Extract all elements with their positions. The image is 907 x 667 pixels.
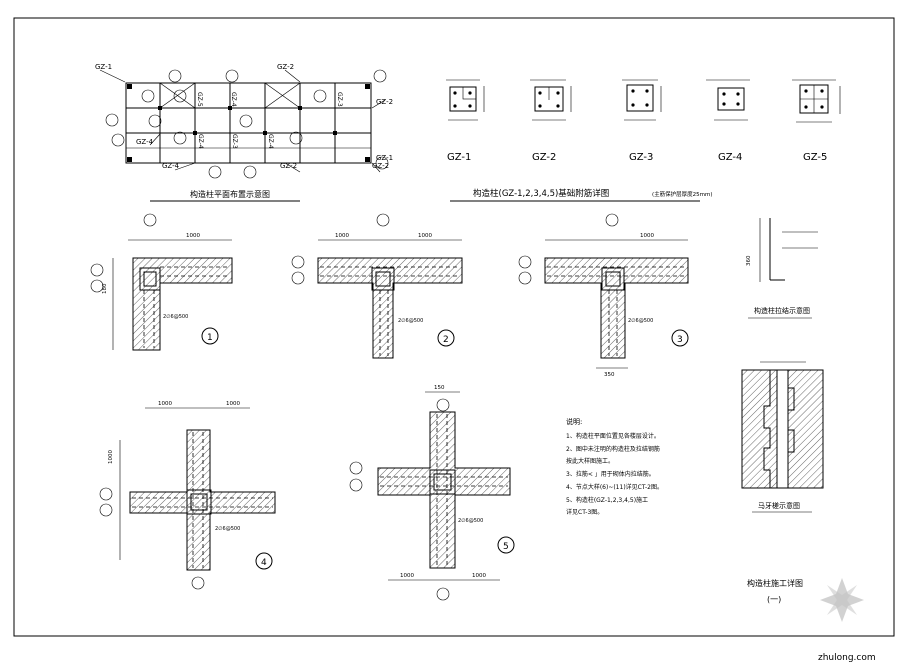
note-line-7: 详见CT-3图。 [566,508,603,516]
sections-note: (主筋保护层厚度25mm) [652,190,713,198]
detail-2: 1000 1000 2∅6@500 2 [291,213,463,359]
notes-heading: 说明: [566,417,582,426]
plan-label-5: GZ-4 [162,162,180,170]
plan-label-4: GZ-4 [136,138,154,146]
detail-1-rebar: 2∅6@500 [163,314,188,320]
drawing-title-line1: 构造柱施工详图 [747,578,803,588]
wall-detail: 马牙槎示意图 [741,361,824,513]
detail-1: 1000 180 2∅6@500 1 [90,213,233,351]
note-line-4: 3、拉筋< 」用于砌体内拉结筋。 [566,470,655,478]
detail-5-dim-c: 150 [434,385,445,391]
detail-5-rebar: 2∅6@500 [458,518,483,524]
plan-title: 构造柱平面布置示意图 [190,189,270,199]
note-line-6: 5、构造柱(GZ-1,2,3,4,5)施工 [566,496,648,504]
detail-2-rebar: 2∅6@500 [398,318,423,324]
plan-label-8: GZ-1 [376,154,393,162]
plan-label-14: GZ-3 [231,134,238,149]
section-gz-2: GZ-2 [530,79,572,163]
plan-label-2: GZ-2 [277,63,294,71]
note-line-5: 4、节点大样(6)~(11)详见CT-2图。 [566,483,663,491]
detail-5-dim-a: 1000 [400,573,414,579]
plan-label-3: GZ-2 [376,98,393,106]
detail-3-dim-b: 350 [604,372,615,378]
plan-label-12: GZ-4 [197,134,204,149]
detail-1-marker [201,327,219,345]
detail-4-dim-b: 1000 [226,401,240,407]
drawing-title-line2: (一) [767,595,781,604]
plan-label-13: GZ-4 [267,134,274,149]
plan-label-11: GZ-3 [336,92,343,107]
plan-label-7: GZ-2 [372,162,389,170]
section-gz-1: GZ-1 [446,79,485,163]
note-line-2: 2、图中未注明的构造柱及拉结钢筋 [566,445,660,453]
anchor-title: 构造柱拉结示意图 [754,306,810,315]
note-line-3: 按此大样图施工。 [566,457,614,465]
detail-1-dim-a: 1000 [186,233,200,239]
detail-3-marker [671,329,689,347]
section-gz-4: GZ-4 [706,79,750,163]
plan-label-9: GZ-5 [196,92,203,107]
section-gz-3-label: GZ-3 [629,152,653,163]
detail-5-number: 5 [503,542,509,552]
watermark-logo [820,578,864,622]
plan-label-6: GZ-2 [280,162,297,170]
detail-3-number: 3 [677,335,683,345]
detail-1-dim-b: 180 [102,283,108,294]
anchor-detail: 360 构造柱拉结示意图 [746,218,818,319]
detail-2-dim-b: 1000 [418,233,432,239]
detail-2-number: 2 [443,335,449,345]
detail-4-rebar: 2∅6@500 [215,526,240,532]
notes-block: 说明: 1、构造柱平面位置见各楼层设计。 2、图中未注明的构造柱及拉结钢筋 按此… [566,417,663,516]
detail-5-dim-b: 1000 [472,573,486,579]
detail-2-marker [437,329,455,347]
title-block: 构造柱施工详图 (一) [747,578,803,604]
detail-4: 1000 1000 1000 2∅6@500 4 [99,401,276,590]
column-sections: GZ-1 GZ-2 GZ-3 [446,79,841,202]
detail-3-dim-a: 1000 [640,233,654,239]
plan-label-10: GZ-4 [230,92,237,107]
detail-4-dim-c: 1000 [108,450,114,464]
detail-5: 1000 1000 150 2∅6@500 5 [349,385,515,601]
wall-title: 马牙槎示意图 [758,501,800,510]
sheet-border [13,17,895,637]
section-gz-2-label: GZ-2 [532,152,556,163]
detail-5-marker [497,536,515,554]
detail-4-marker [255,552,273,570]
detail-4-number: 4 [261,558,267,568]
plan-label-1: GZ-1 [95,63,112,71]
section-gz-3: GZ-3 [622,79,662,163]
detail-1-number: 1 [207,333,213,343]
floor-plan: GZ-1 GZ-2 GZ-2 GZ-4 GZ-4 GZ-2 GZ-2 GZ-1 … [95,63,393,202]
section-gz-1-label: GZ-1 [447,152,471,163]
detail-4-dim-a: 1000 [158,401,172,407]
section-gz-5-label: GZ-5 [803,152,827,163]
section-gz-5: GZ-5 [792,79,841,163]
detail-2-dim-a: 1000 [335,233,349,239]
detail-3: 1000 350 2∅6@500 3 [518,213,689,378]
anchor-dim: 360 [746,255,752,266]
sections-title: 构造柱(GZ-1,2,3,4,5)基础附筋详图 [473,188,609,199]
watermark-text: zhulong.com [818,653,876,663]
section-gz-4-label: GZ-4 [718,152,742,163]
detail-3-rebar: 2∅6@500 [628,318,653,324]
note-line-1: 1、构造柱平面位置见各楼层设计。 [566,432,660,440]
